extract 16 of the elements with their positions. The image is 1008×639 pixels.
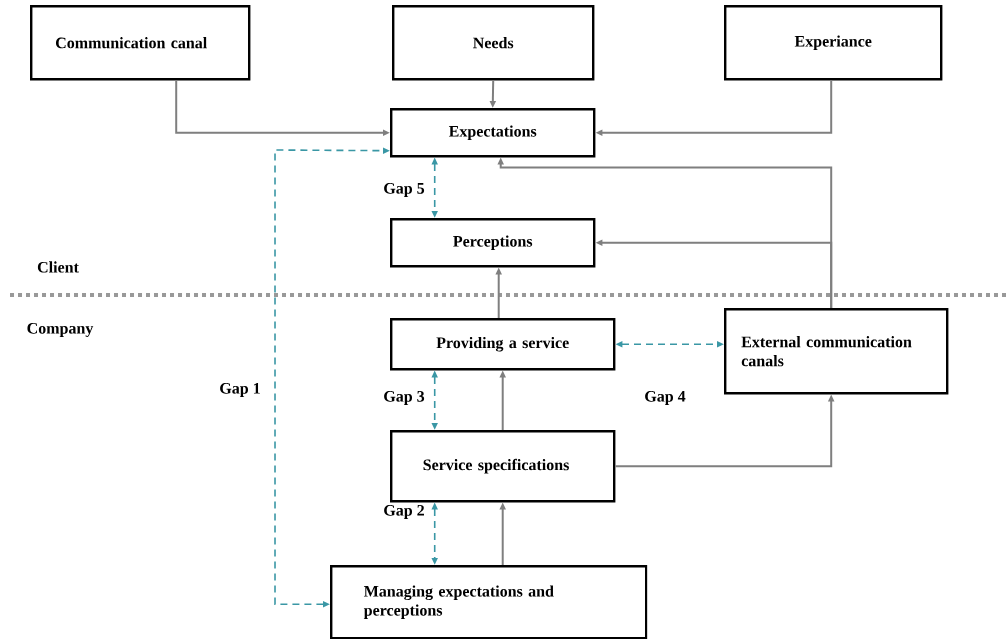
zone-label: Client (37, 261, 79, 273)
process-box: Perceptions (390, 218, 596, 268)
process-box: Needs (392, 5, 595, 81)
process-box: Managing expectations and perceptions (330, 565, 648, 639)
edge-label: Gap 1 (218, 382, 262, 398)
process-box: Experiance (724, 5, 943, 81)
process-box: Service specifications (390, 430, 616, 503)
edge-label: Gap 5 (382, 182, 426, 198)
edge-label: Gap 4 (643, 390, 687, 406)
process-box: Expectations (390, 108, 596, 158)
process-box: Providing a service (390, 318, 616, 371)
edge-label: Gap 2 (382, 504, 426, 520)
zone-label: Company (27, 323, 94, 337)
edge-label: Gap 3 (382, 390, 426, 406)
process-box: External communication canals (724, 308, 949, 395)
process-box: Communication canal (30, 5, 251, 81)
